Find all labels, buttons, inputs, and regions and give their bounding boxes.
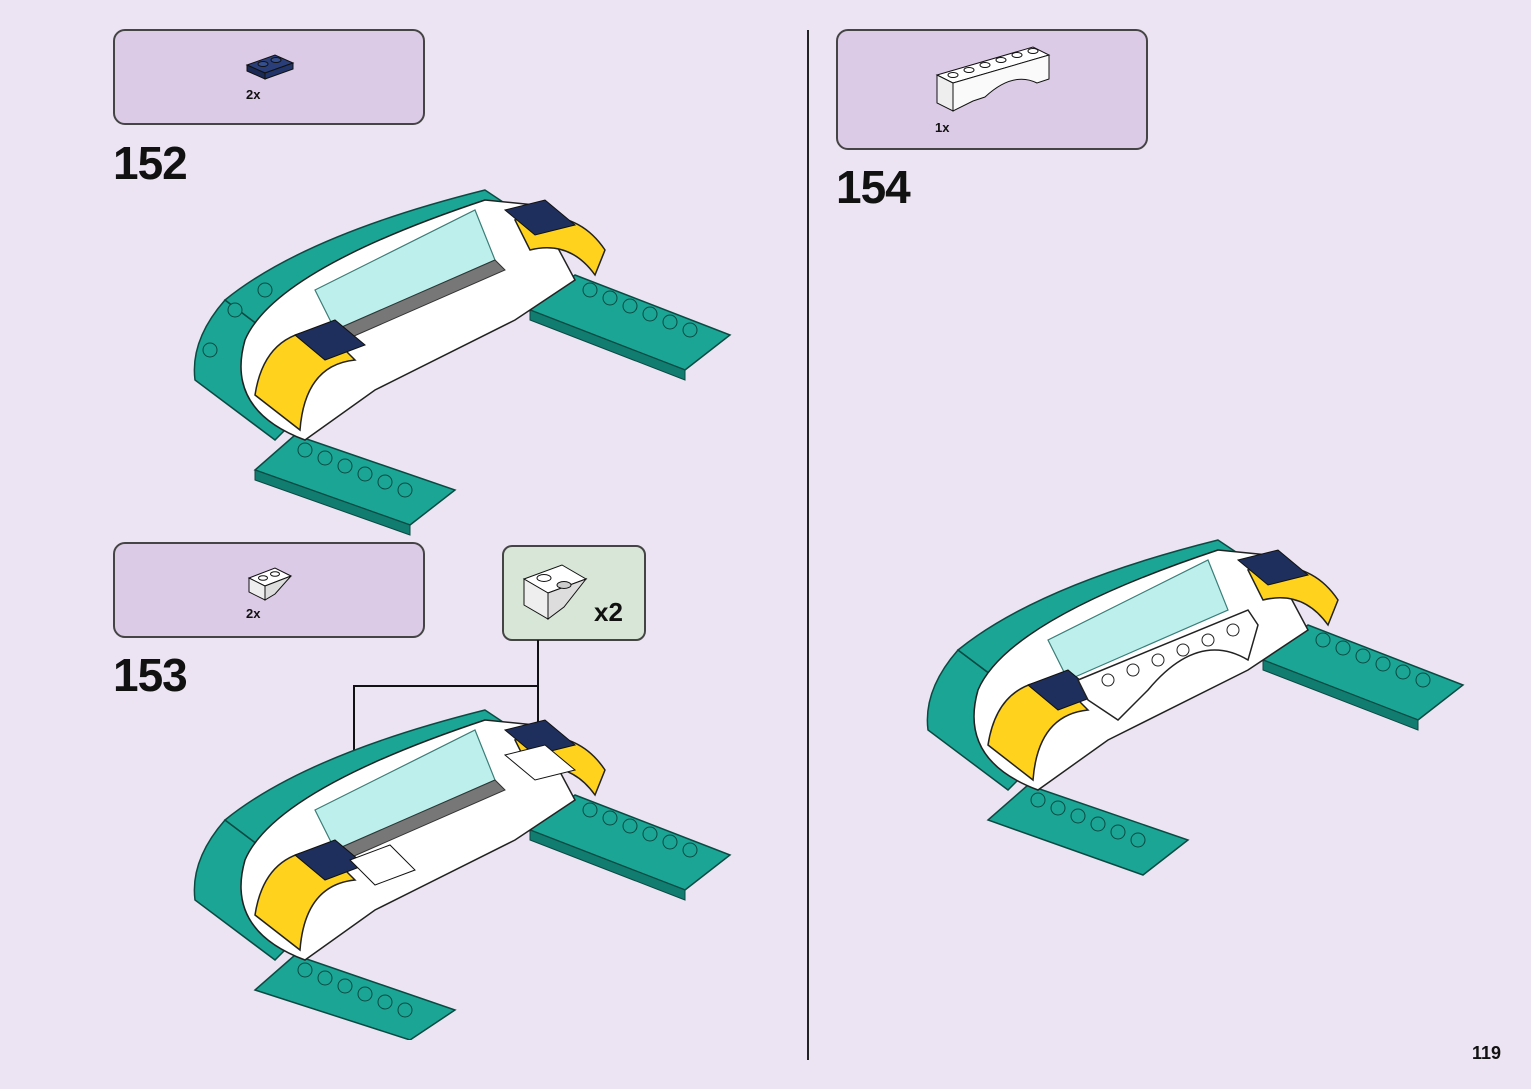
- step-153-parts-box: 2x: [113, 542, 425, 638]
- step-152-model-illustration: [193, 189, 732, 536]
- step-number: 154: [836, 161, 911, 213]
- step-153-model-illustration: [193, 709, 732, 1040]
- dark-blue-plate-icon: [245, 54, 295, 80]
- parts-count: 2x: [246, 606, 261, 621]
- page-number: 119: [1471, 1043, 1501, 1063]
- step-153-callout: x2: [502, 545, 646, 641]
- step-number: 153: [113, 649, 188, 701]
- white-arch-icon: [935, 46, 1051, 112]
- callout-multiplier: x2: [594, 597, 623, 627]
- step-number: 152: [113, 137, 188, 189]
- page-divider: [807, 30, 809, 1060]
- parts-count: 1x: [935, 120, 950, 135]
- parts-count: 2x: [246, 87, 261, 102]
- step-154-parts-box: 1x: [836, 29, 1148, 150]
- white-inverted-slope-icon: [522, 564, 588, 620]
- step-152-parts-box: 2x: [113, 29, 425, 125]
- step-154-model-illustration: [926, 539, 1465, 876]
- white-inverted-slope-icon: [247, 567, 293, 601]
